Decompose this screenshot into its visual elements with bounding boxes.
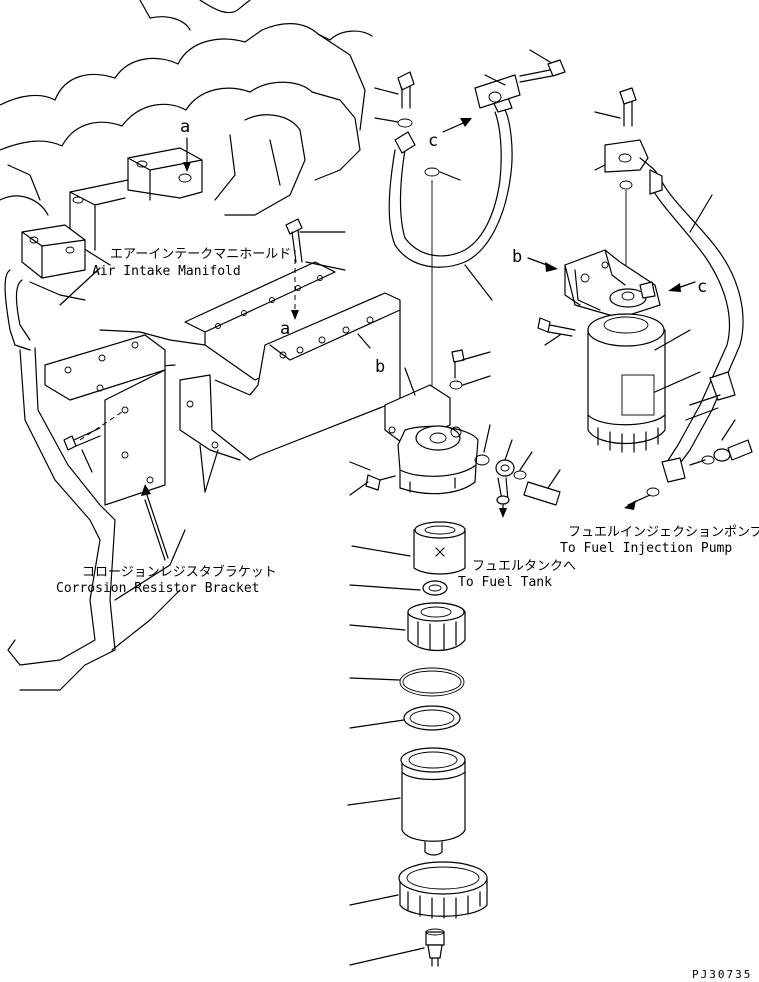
drawing-code: PJ30735 <box>692 968 752 981</box>
marker-a-bracket: a <box>280 319 290 339</box>
bracket-label-jp: コロージョンレジスタブラケット <box>82 564 277 580</box>
marker-b-right: b <box>512 247 522 267</box>
pump-label-jp: フュエルインジェクションポンプへ <box>568 525 759 540</box>
pump-label-en: To Fuel Injection Pump <box>560 541 732 556</box>
engine-outline: a <box>0 0 373 691</box>
marker-c-right: c <box>697 277 707 297</box>
fuel-filter-head-assembly: c <box>349 49 576 590</box>
marker-b-bracket: b <box>375 357 385 377</box>
corrosion-resistor-assembly: b c フュエルインジェクションポンプへ To <box>512 87 759 556</box>
fuel-tank-label-jp: フュエルタンクへ <box>472 559 576 574</box>
filter-parts-stack <box>347 521 488 967</box>
mounting-bracket: b a <box>179 218 421 461</box>
corrosion-resistor-bracket: コロージョンレジスタブラケット Corrosion Resistor Brack… <box>44 334 277 596</box>
fuel-tank-label-en: To Fuel Tank <box>458 575 552 590</box>
air-intake-label-jp: エアーインテークマニホールド <box>110 247 291 262</box>
bracket-label-en: Corrosion Resistor Bracket <box>56 581 260 596</box>
marker-a-top: a <box>180 117 190 137</box>
marker-c-left: c <box>428 131 438 151</box>
air-intake-label-en: Air Intake Manifold <box>92 264 241 279</box>
